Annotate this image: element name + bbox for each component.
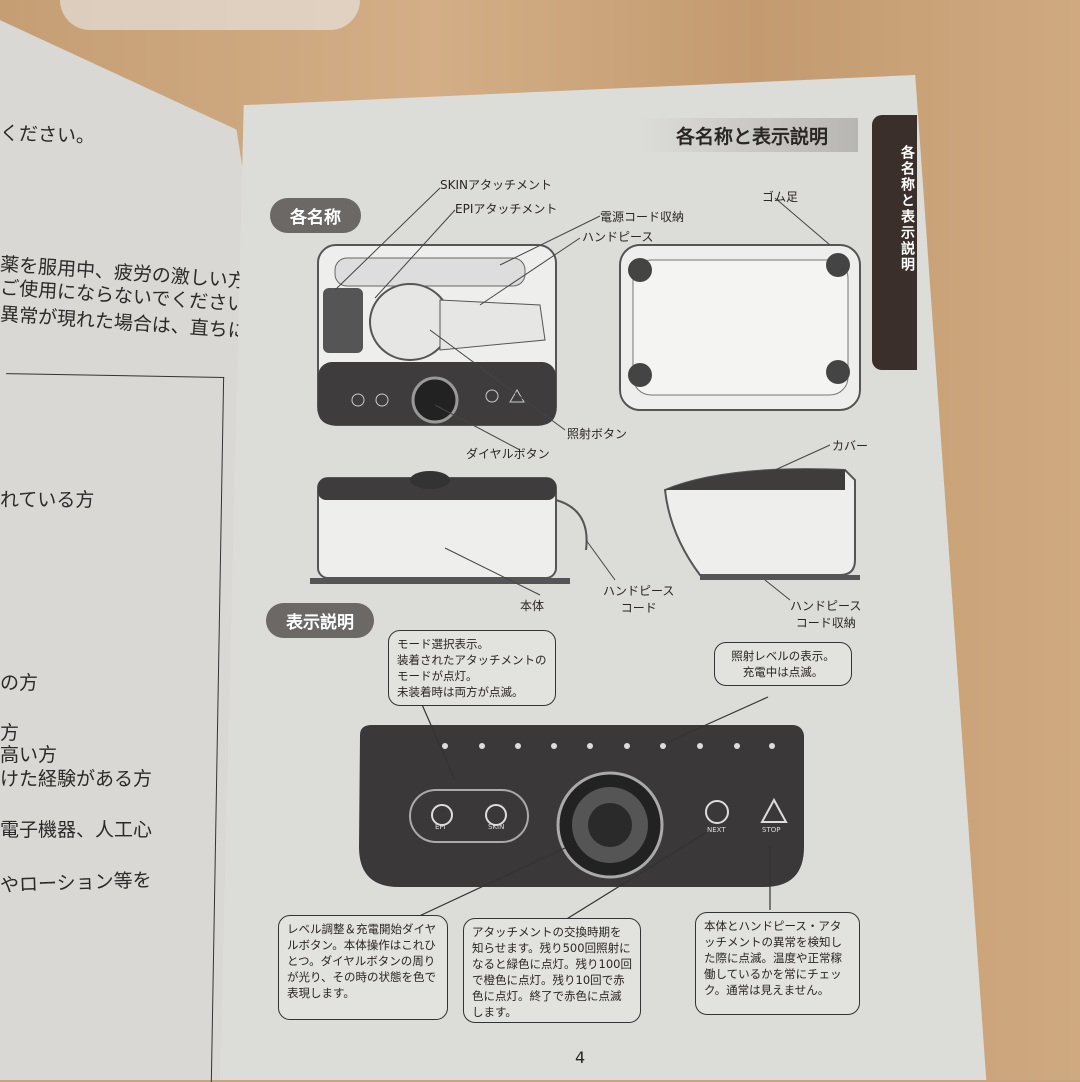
label-handpiece-cord: ハンドピース コード [603, 584, 675, 615]
skin-attachment [323, 288, 363, 353]
rubber-foot [628, 258, 652, 282]
label-body: 本体 [520, 599, 545, 613]
left-text: けた経験がある方 [0, 768, 153, 790]
callout-dial: レベル調整＆充電開始ダイヤルボタン。本体操作はこれひとつ。ダイヤルボタンの周りが… [278, 915, 448, 1020]
callout-mode: モード選択表示。 装着されたアタッチメントの モードが点灯。 未装着時は両方が点… [388, 630, 556, 706]
page-title: 各名称と表示説明 [676, 126, 829, 148]
label-handpiece: ハンドピース [582, 230, 654, 244]
section-title-names: 各名称 [270, 198, 361, 233]
left-text: 高い方 [0, 744, 58, 766]
left-text: れている方 [0, 489, 95, 511]
callout-replace: アタッチメントの交換時期を知らせます。残り500回照射になると緑色に点灯。残り1… [463, 918, 641, 1023]
rubber-foot [628, 363, 652, 387]
handpiece [369, 283, 451, 361]
left-page [0, 10, 250, 1080]
epi-indicator [431, 804, 453, 826]
stop-indicator [760, 797, 788, 823]
dial-button [411, 376, 459, 424]
left-text: の方 [0, 672, 39, 694]
label-handpiece-cord-storage: ハンドピース コード収納 [790, 599, 862, 630]
callout-level: 照射レベルの表示。 充電中は点滅。 [714, 642, 852, 686]
rubber-foot [826, 360, 850, 384]
page-number: 4 [575, 1048, 586, 1067]
left-text: 電子機器、人工心 [0, 819, 153, 841]
callout-stop: 本体とハンドピース・アタッチメントの異常を検知した際に点滅。温度や正常稼働してい… [695, 912, 860, 1015]
panel-next: NEXT [707, 826, 726, 834]
panel-epi: EPI [435, 823, 446, 831]
panel-stop: STOP [762, 826, 781, 834]
rubber-foot [826, 253, 850, 277]
side-index-tab: 各名称と表示説明 [872, 115, 917, 370]
header-bar [640, 118, 858, 152]
level-indicator-dots [442, 743, 775, 749]
label-cover: カバー [832, 439, 869, 453]
section-title-display: 表示説明 [266, 603, 374, 638]
panel-skin: SKIN [488, 823, 505, 831]
label-cord-storage: 電源コード収納 [600, 210, 685, 224]
label-epi-attachment: EPIアタッチメント [455, 202, 558, 216]
label-irradiation-button: 照射ボタン [567, 427, 628, 441]
left-text: 方 [0, 722, 20, 744]
label-rubber-feet: ゴム足 [762, 190, 799, 204]
label-skin-attachment: SKINアタッチメント [440, 178, 553, 192]
skin-indicator [485, 804, 507, 826]
label-dial-button: ダイヤルボタン [466, 447, 550, 461]
next-indicator [705, 800, 729, 824]
plastic-bag [60, 0, 360, 30]
